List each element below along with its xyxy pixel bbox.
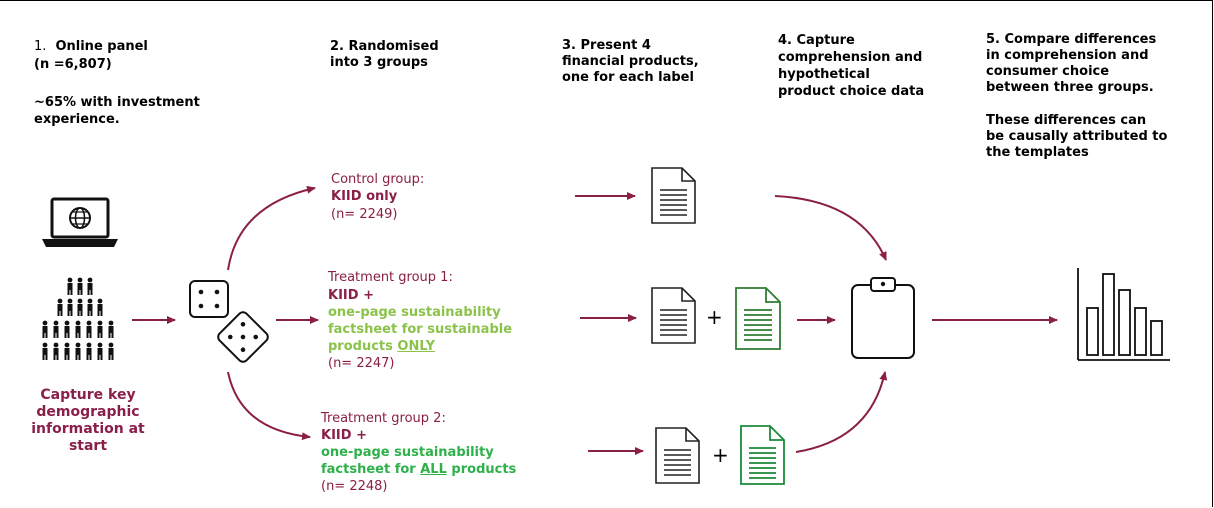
step2-line1: 2. Randomised xyxy=(330,39,439,54)
document-icon xyxy=(651,167,696,224)
arrow-t2-clipboard xyxy=(795,371,888,453)
step5-line7: the templates xyxy=(986,145,1089,160)
plus-sign-t2: + xyxy=(712,443,729,467)
green-factsheet-icon xyxy=(735,287,781,350)
step2-line2: into 3 groups xyxy=(330,55,428,70)
capture-line2: demographic xyxy=(36,404,140,420)
step1-note-line1: ~65% with investment xyxy=(34,95,200,110)
step5-line4: between three groups. xyxy=(986,80,1154,95)
arrow-to-control xyxy=(227,185,316,271)
control-kiid: KIID only xyxy=(331,189,398,204)
step1-note-line2: experience. xyxy=(34,112,120,127)
step5-line1: 5. Compare differences xyxy=(986,32,1157,47)
step1-n: (n =6,807) xyxy=(34,57,112,72)
step4-line1: 4. Capture xyxy=(778,33,855,48)
green-factsheet-icon xyxy=(740,425,785,485)
t2-kiid: KIID + xyxy=(321,428,367,443)
t1-line2: factsheet for sustainable xyxy=(328,322,513,337)
clipboard-icon xyxy=(851,277,915,359)
capture-line3: information at xyxy=(31,421,145,437)
bar-chart-icon xyxy=(1077,268,1170,361)
t1-n: (n= 2247) xyxy=(328,356,395,371)
step5-line2: in comprehension and xyxy=(986,48,1149,63)
t1-label: Treatment group 1: xyxy=(328,270,453,285)
control-n: (n= 2249) xyxy=(331,207,398,222)
dice-icon xyxy=(189,280,269,363)
capture-line1: Capture key xyxy=(40,387,136,403)
step3-line1: 3. Present 4 xyxy=(562,38,651,53)
plus-sign-t1: + xyxy=(706,305,723,329)
control-label: Control group: xyxy=(331,172,425,187)
t2-line1: one-page sustainability xyxy=(321,445,494,460)
step5-line3: consumer choice xyxy=(986,64,1110,79)
step5-line6: be causally attributed to xyxy=(986,129,1168,144)
step4-line4: product choice data xyxy=(778,84,925,99)
step1-title: 1. Online panel xyxy=(34,39,148,54)
step4-line2: comprehension and xyxy=(778,50,923,65)
t2-n: (n= 2248) xyxy=(321,479,388,494)
laptop-globe-icon xyxy=(42,197,118,247)
people-pyramid-icon xyxy=(42,277,114,360)
step4-line3: hypothetical xyxy=(778,67,870,82)
document-icon xyxy=(651,287,696,344)
arrow-control-clipboard xyxy=(774,195,887,261)
step3-line3: one for each label xyxy=(562,70,694,85)
t2-label: Treatment group 2: xyxy=(321,411,446,426)
document-icon xyxy=(655,427,700,484)
step5-line5: These differences can xyxy=(986,113,1147,128)
t1-line1: one-page sustainability xyxy=(328,305,501,320)
step3-line2: financial products, xyxy=(562,54,699,69)
t1-line3: products ONLY xyxy=(328,339,436,354)
capture-line4: start xyxy=(68,438,108,454)
t1-kiid: KIID + xyxy=(328,288,374,303)
t2-line2: factsheet for ALL products xyxy=(321,462,517,477)
arrow-to-t2 xyxy=(227,371,311,441)
